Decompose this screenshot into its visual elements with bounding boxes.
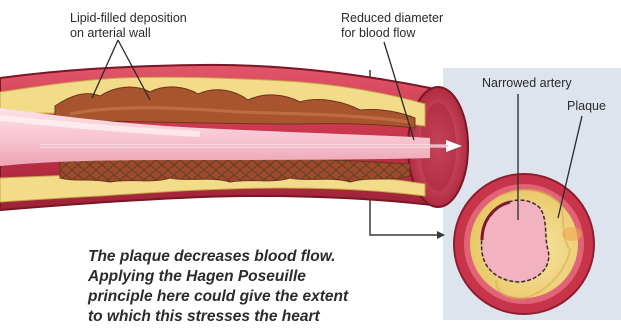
caption-line1: The plaque decreases blood flow. xyxy=(88,247,478,267)
diagram-caption: The plaque decreases blood flow. Applyin… xyxy=(88,247,478,327)
label-plaque: Plaque xyxy=(567,99,606,114)
label-narrowed-artery: Narrowed artery xyxy=(482,76,572,91)
caption-line3: principle here could give the extent xyxy=(88,287,478,307)
caption-line2: Applying the Hagen Poseuille xyxy=(88,267,478,287)
label-lipid-line2: on arterial wall xyxy=(70,26,187,41)
label-reduced-line2: for blood flow xyxy=(341,26,443,41)
caption-line4: to which this stresses the heart xyxy=(88,307,478,327)
label-reduced-diameter: Reduced diameter for blood flow xyxy=(341,11,443,41)
label-lipid-line1: Lipid-filled deposition xyxy=(70,11,187,26)
label-reduced-line1: Reduced diameter xyxy=(341,11,443,26)
label-lipid-deposition: Lipid-filled deposition on arterial wall xyxy=(70,11,187,41)
